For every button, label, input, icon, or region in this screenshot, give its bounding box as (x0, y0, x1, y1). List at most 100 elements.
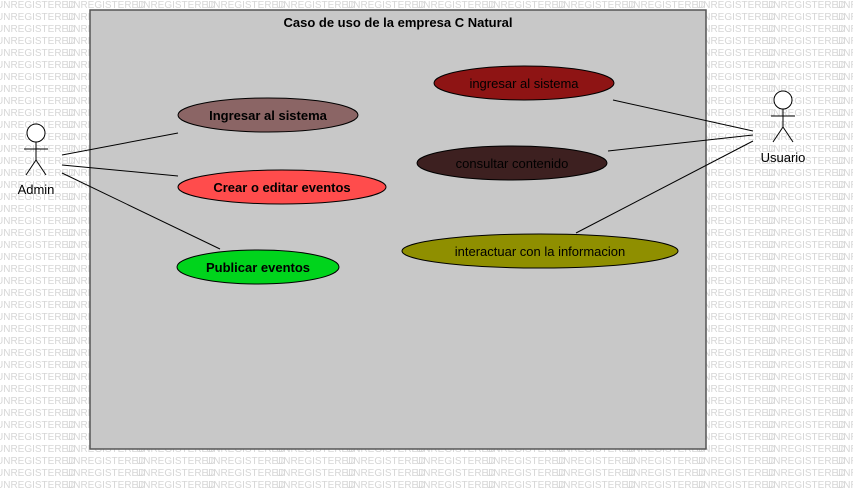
watermark-text: UNREGISTERED (766, 216, 846, 227)
watermark-text: UNREGISTERED (766, 396, 846, 407)
watermark-text: UNREGISTERED (626, 480, 706, 490)
watermark-text: UNREGISTERED (766, 348, 846, 359)
association-admin-ingresar[interactable] (61, 132, 179, 156)
watermark-text: UNREGISTERED (626, 468, 706, 479)
actor-usuario-head (773, 90, 793, 110)
actor-usuario[interactable]: Usuario (761, 90, 806, 165)
watermark-row: UNREGISTEREDUNREGISTEREDUNREGISTEREDUNRE… (0, 468, 853, 480)
watermark-text: UNREGISTERED (136, 456, 216, 467)
watermark-text: UNREGISTERED (766, 108, 846, 119)
watermark-text: UNREGISTERED (696, 408, 776, 419)
watermark-text: UNREGISTERED (836, 288, 853, 299)
watermark-text: UNREGISTERED (696, 96, 776, 107)
watermark-text: UNREGISTERED (0, 264, 76, 275)
watermark-text: UNREGISTERED (0, 288, 76, 299)
watermark-text: UNREGISTERED (696, 372, 776, 383)
watermark-text: UNREGISTERED (696, 348, 776, 359)
watermark-text: UNREGISTERED (836, 132, 853, 143)
watermark-text: UNREGISTERED (836, 264, 853, 275)
watermark-text: UNREGISTERED (696, 228, 776, 239)
association-usuario-interactuar[interactable] (575, 140, 754, 234)
watermark-text: UNREGISTERED (766, 132, 846, 143)
watermark-text: UNREGISTERED (836, 336, 853, 347)
watermark-text: UNREGISTERED (836, 48, 853, 59)
association-usuario-ingresar[interactable] (612, 99, 754, 132)
use-case-admin-publicar[interactable]: Publicar eventos (176, 249, 340, 285)
use-case-ellipse (177, 97, 359, 133)
watermark-text: UNREGISTERED (836, 180, 853, 191)
use-case-label: Ingresar al sistema (209, 108, 328, 123)
watermark-text: UNREGISTERED (0, 72, 76, 83)
association-admin-publicar[interactable] (61, 172, 221, 250)
watermark-text: UNREGISTERED (766, 168, 846, 179)
watermark-text: UNREGISTERED (836, 36, 853, 47)
watermark-text: UNREGISTERED (836, 276, 853, 287)
watermark-text: UNREGISTERED (0, 408, 76, 419)
watermark-text: UNREGISTERED (766, 240, 846, 251)
watermark-text: UNREGISTERED (836, 372, 853, 383)
watermark-text: UNREGISTERED (66, 468, 146, 479)
watermark-text: UNREGISTERED (766, 0, 846, 11)
watermark-text: UNREGISTERED (0, 324, 76, 335)
watermark-text: UNREGISTERED (696, 264, 776, 275)
use-case-admin-crear[interactable]: Crear o editar eventos (177, 169, 387, 205)
use-case-usuario-consultar[interactable]: consultar contenido (416, 145, 608, 181)
use-case-ellipse (416, 145, 608, 181)
watermark-text: UNREGISTERED (486, 456, 566, 467)
watermark-text: UNREGISTERED (766, 180, 846, 191)
system-boundary[interactable] (89, 9, 707, 450)
watermark-text: UNREGISTERED (206, 468, 286, 479)
use-case-admin-ingresar[interactable]: Ingresar al sistema (177, 97, 359, 133)
watermark-text: UNREGISTERED (0, 60, 76, 71)
watermark-text: UNREGISTERED (136, 480, 216, 490)
watermark-text: UNREGISTERED (0, 240, 76, 251)
association-usuario-consultar[interactable] (607, 134, 754, 152)
watermark-text: UNREGISTERED (696, 108, 776, 119)
watermark-text: UNREGISTERED (626, 0, 706, 11)
watermark-text: UNREGISTERED (0, 36, 76, 47)
watermark-row: UNREGISTEREDUNREGISTEREDUNREGISTEREDUNRE… (0, 480, 853, 490)
use-case-usuario-ingresar[interactable]: ingresar al sistema (433, 65, 615, 101)
watermark-text: UNREGISTERED (696, 468, 776, 479)
watermark-text: UNREGISTERED (836, 12, 853, 23)
watermark-row: UNREGISTERED UNREGISTERED UNREGISTERED UNRE… (0, 0, 853, 12)
watermark-text: UNREGISTERED (416, 468, 496, 479)
watermark-text: UNREGISTERED (136, 468, 216, 479)
watermark-text: UNREGISTERED (0, 360, 76, 371)
watermark-text: UNREGISTERED (696, 120, 776, 131)
watermark-text: UNREGISTERED (346, 468, 426, 479)
watermark-text: UNREGISTERED (0, 180, 76, 191)
watermark-text: UNREGISTERED (696, 72, 776, 83)
use-case-usuario-interactuar[interactable]: interactuar con la informacion (401, 233, 679, 269)
use-case-label: ingresar al sistema (469, 76, 579, 91)
watermark-text: UNREGISTERED (696, 276, 776, 287)
use-case-label: interactuar con la informacion (455, 244, 626, 259)
watermark-text: UNREGISTERED (0, 192, 76, 203)
watermark-text: UNREGISTERED (836, 96, 853, 107)
actor-admin[interactable]: Admin (18, 123, 55, 197)
watermark-text: UNREGISTERED (556, 468, 636, 479)
watermark-text: UNREGISTERED (0, 0, 76, 11)
watermark-text: UNREGISTERED (696, 396, 776, 407)
watermark-text: UNREGISTERED (556, 480, 636, 490)
watermark-text: UNREGISTERED (696, 60, 776, 71)
watermark-text: UNREGISTERED (836, 156, 853, 167)
watermark-text: UNREGISTERED (0, 300, 76, 311)
watermark-text: UNREGISTERED (766, 72, 846, 83)
watermark-text: UNREGISTERED (766, 480, 846, 490)
watermark-text: UNREGISTERED (696, 252, 776, 263)
watermark-text: UNREGISTERED (696, 84, 776, 95)
watermark-text: UNREGISTERED (836, 312, 853, 323)
diagram-title: Caso de uso de la empresa C Natural (283, 15, 512, 30)
watermark-text: UNREGISTERED (0, 276, 76, 287)
watermark-text: UNREGISTERED (836, 204, 853, 215)
watermark-text: UNREGISTERED (836, 72, 853, 83)
use-case-label: consultar contenido (456, 156, 569, 171)
watermark-text: UNREGISTERED (836, 324, 853, 335)
watermark-text: UNREGISTERED (0, 168, 76, 179)
watermark-text: UNREGISTERED (696, 216, 776, 227)
association-admin-crear[interactable] (61, 164, 179, 177)
watermark-text: UNREGISTERED (416, 0, 496, 11)
watermark-text: UNREGISTERED (836, 360, 853, 371)
watermark-text: UNREGISTERED (0, 336, 76, 347)
